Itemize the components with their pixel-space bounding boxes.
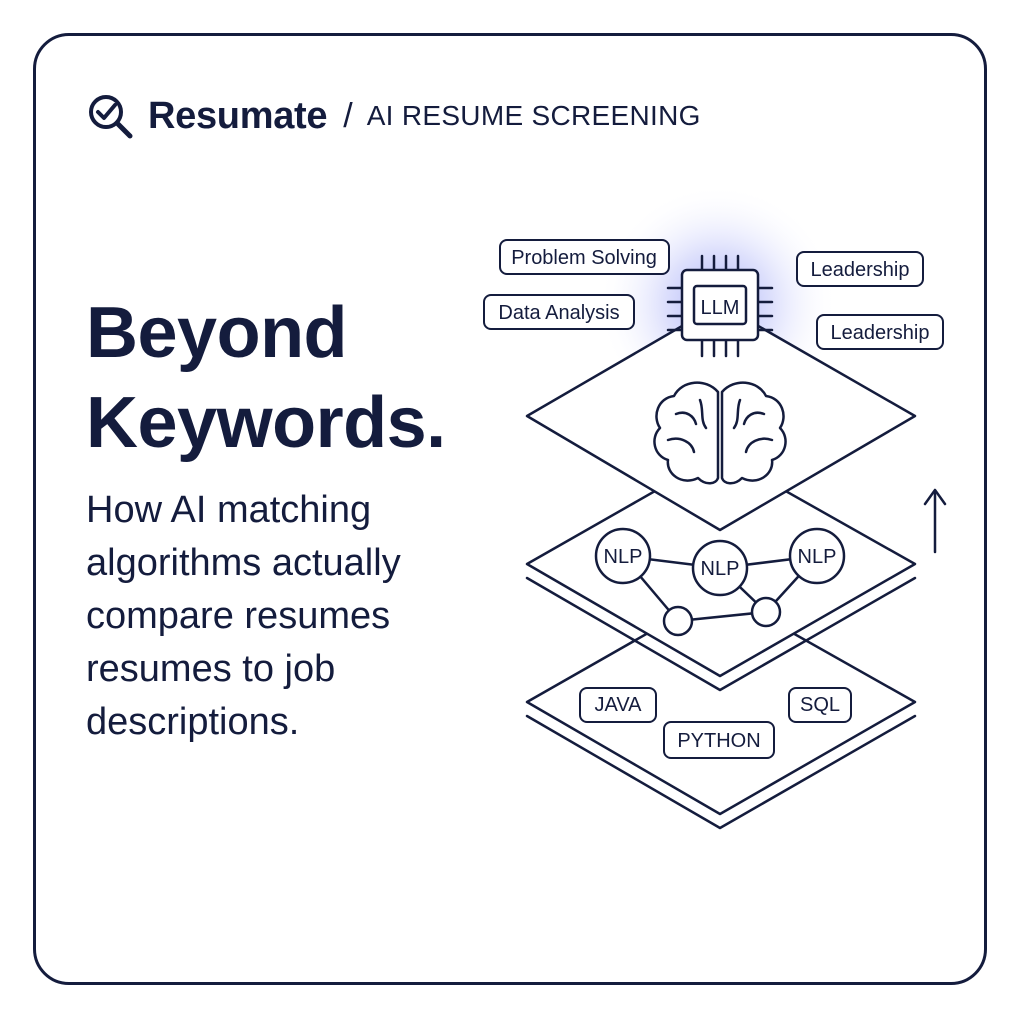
svg-text:Problem Solving: Problem Solving [511,247,657,269]
skill-tag-data-analysis: Data Analysis [483,294,635,330]
svg-text:SQL: SQL [800,694,840,716]
magnifier-check-icon [89,95,133,139]
skill-tag-leadership-2: Leadership [816,314,944,350]
network-node [750,596,782,628]
nlp-layer: NLP NLP NLP [525,452,917,692]
network-node [662,605,694,637]
nlp-node-1: NLP [594,527,652,585]
subtitle-line-4: resumes to job [86,648,336,690]
svg-text:Leadership: Leadership [831,322,930,344]
content-card [33,33,987,985]
svg-text:NLP: NLP [798,546,837,568]
headline-line-2: Keywords. [86,383,446,463]
arrow-up-icon [923,488,947,554]
keyword-tag-python: PYTHON [663,721,775,759]
llm-label: LLM [701,297,740,319]
nlp-node-2: NLP [691,539,749,597]
svg-text:Leadership: Leadership [811,259,910,281]
skill-tag-leadership-1: Leadership [796,251,924,287]
svg-text:NLP: NLP [604,546,643,568]
keyword-layer: JAVA PYTHON SQL [525,590,917,830]
keyword-tag-java: JAVA [579,687,657,723]
headline-line-1: Beyond [86,293,348,373]
headline: Beyond Keywords. [86,288,446,468]
subtitle-line-2: algorithms actually [86,542,401,584]
subtitle-line-5: descriptions. [86,701,300,743]
brand-separator: / [343,96,353,135]
brand-header: Resumate / AI RESUME SCREENING [86,88,701,144]
brain-icon [653,381,787,485]
cpu-chip-icon: LLM [666,254,774,358]
svg-text:PYTHON: PYTHON [677,730,760,752]
svg-text:JAVA: JAVA [594,694,642,716]
svg-text:NLP: NLP [701,558,740,580]
nlp-node-3: NLP [788,527,846,585]
skill-tag-problem-solving: Problem Solving [499,239,670,275]
svg-text:Data Analysis: Data Analysis [498,302,619,324]
brand-tagline: AI RESUME SCREENING [366,100,701,131]
subtitle: How AI matching algorithms actually comp… [86,484,401,749]
llm-layer: LLM Problem Solving Data Analysis Leader… [483,184,944,532]
brand-name: Resumate [148,94,328,137]
subtitle-line-1: How AI matching [86,489,372,531]
subtitle-line-3: compare resumes [86,595,391,637]
keyword-tag-sql: SQL [788,687,852,723]
